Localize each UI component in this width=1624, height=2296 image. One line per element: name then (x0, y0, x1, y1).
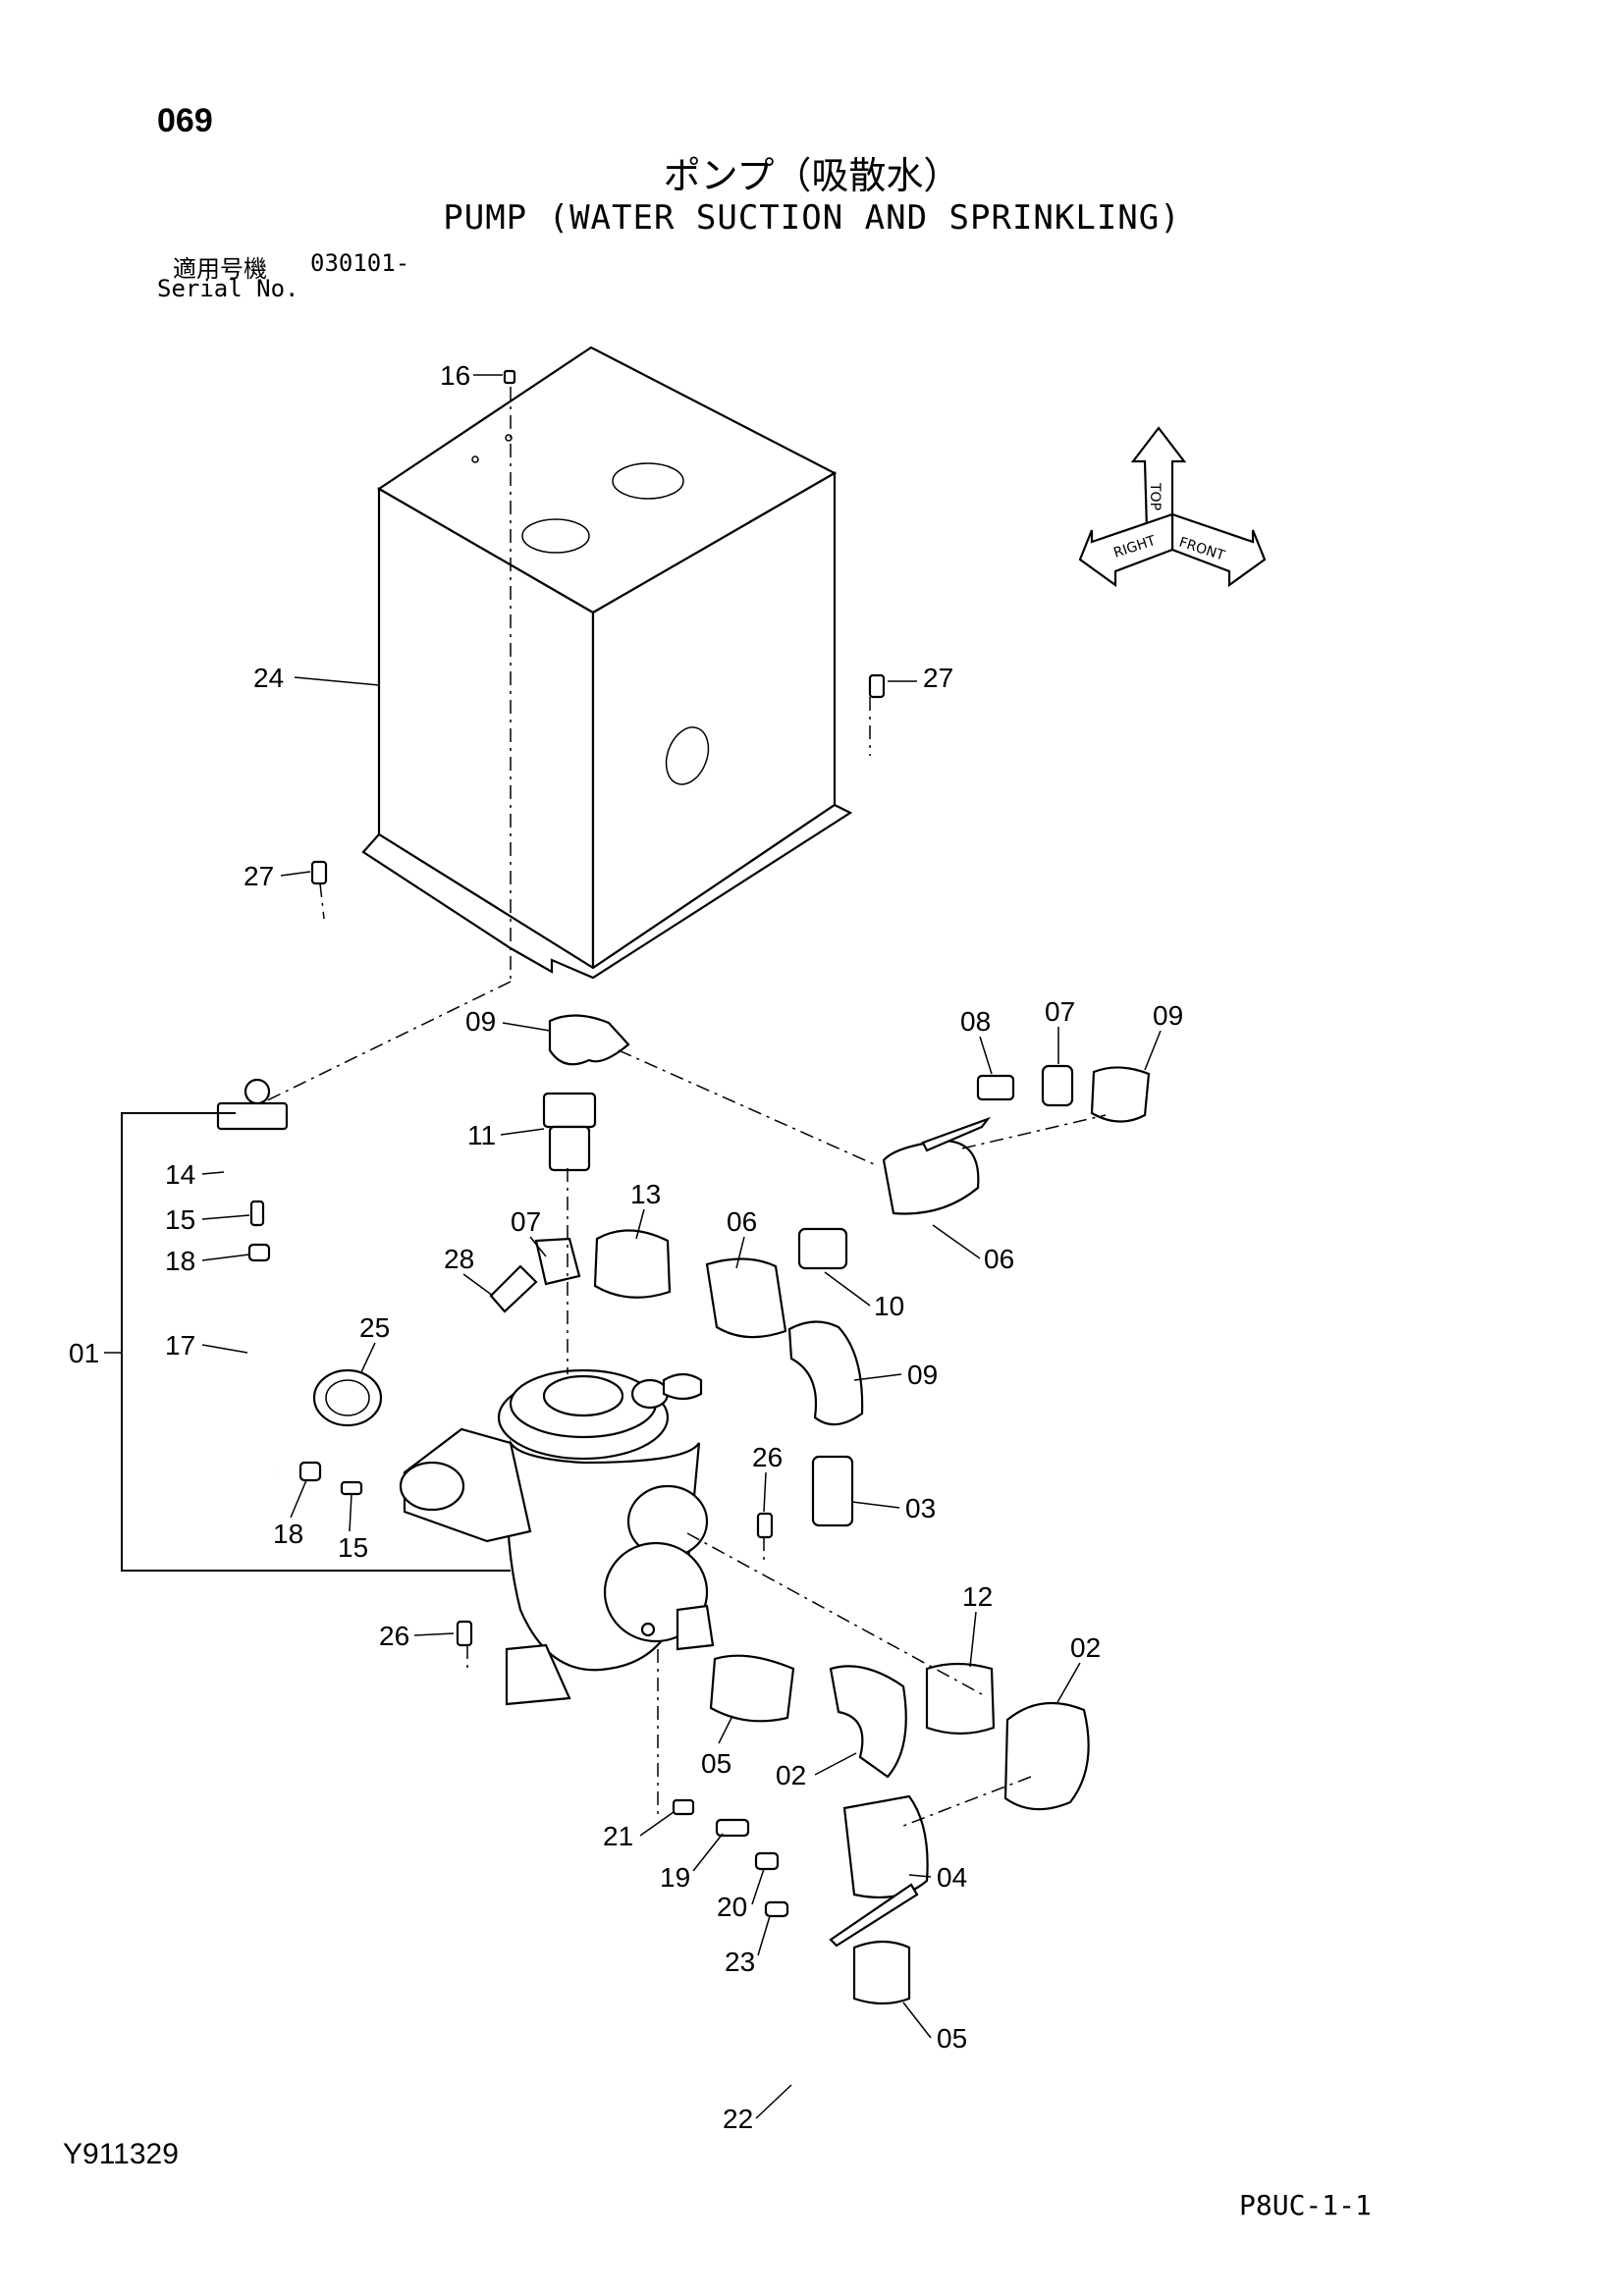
callout-05: 05 (701, 1748, 731, 1779)
callout-10: 10 (874, 1291, 904, 1321)
callout-08: 08 (960, 1006, 991, 1037)
callout-17: 17 (165, 1330, 195, 1361)
callout-12: 12 (962, 1581, 993, 1612)
callout-11: 11 (467, 1120, 496, 1150)
serial-label-japanese: 適用号機 (173, 255, 267, 283)
callout-02: 02 (776, 1760, 806, 1790)
callout-24: 24 (253, 663, 284, 693)
callout-21: 21 (603, 1821, 633, 1851)
page-title-japanese: ポンプ（吸散水） (663, 154, 961, 197)
sheet-code: P8UC-1-1 (1239, 2189, 1372, 2221)
callout-15: 15 (165, 1204, 195, 1235)
pump-body (399, 1368, 715, 1706)
callout-14: 14 (165, 1159, 195, 1190)
callout-19: 19 (660, 1862, 690, 1893)
page-number: 069 (157, 102, 213, 139)
callout-09: 09 (465, 1006, 496, 1037)
callout-09: 09 (1153, 1000, 1183, 1031)
callout-22: 22 (723, 2104, 753, 2134)
serial-label-english: Serial No. (157, 275, 299, 302)
callout-04: 04 (937, 1862, 967, 1893)
fittings (216, 369, 1151, 2005)
callout-16: 16 (440, 360, 470, 391)
callout-18: 18 (273, 1519, 303, 1549)
callout-15: 15 (338, 1532, 368, 1563)
orientation-top-label: TOP (1147, 482, 1163, 510)
cover-box (361, 346, 853, 980)
callout-03: 03 (905, 1493, 936, 1523)
callout-01: 01 (69, 1338, 99, 1368)
callouts: 16 24 27 27 09 08 07 09 11 14 15 18 13 0… (69, 360, 1183, 2134)
callout-13: 13 (630, 1179, 661, 1209)
callout-27: 27 (923, 663, 953, 693)
callout-27: 27 (244, 861, 274, 891)
callout-07: 07 (511, 1206, 541, 1237)
callout-05: 05 (937, 2023, 967, 2054)
orientation-indicator: TOP FRONT RIGHT (1078, 426, 1267, 588)
callout-23: 23 (725, 1947, 755, 1977)
callout-28: 28 (444, 1244, 474, 1274)
page-title-english: PUMP (WATER SUCTION AND SPRINKLING) (443, 198, 1181, 238)
callout-02: 02 (1070, 1632, 1101, 1663)
callout-18: 18 (165, 1246, 195, 1276)
callout-26: 26 (752, 1442, 783, 1472)
callout-09: 09 (907, 1360, 938, 1390)
callout-25: 25 (359, 1312, 390, 1343)
hoses (226, 1269, 1259, 2170)
document-code: Y911329 (63, 2138, 179, 2170)
callout-06: 06 (984, 1244, 1014, 1274)
callout-07: 07 (1045, 996, 1075, 1027)
assembly-lines (121, 387, 1107, 1827)
serial-range: 030101- (310, 249, 410, 277)
callout-06: 06 (727, 1206, 757, 1237)
callout-20: 20 (717, 1892, 747, 1922)
callout-26: 26 (379, 1621, 409, 1651)
